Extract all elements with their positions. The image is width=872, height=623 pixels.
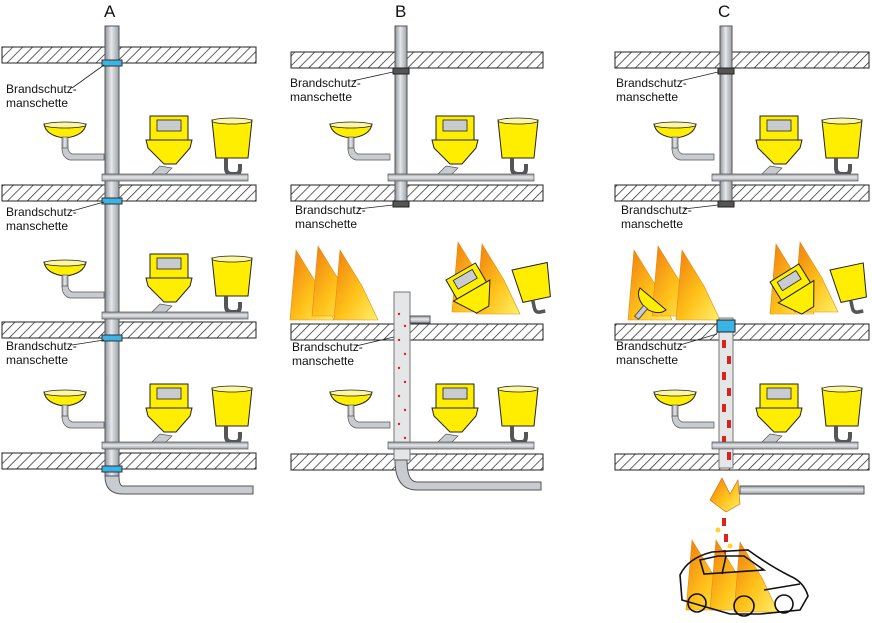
drain-stack — [104, 25, 120, 477]
svg-text:Brandschutz-: Brandschutz- — [616, 76, 687, 90]
fire-collar — [101, 334, 123, 342]
slab — [1, 184, 257, 202]
slab — [614, 453, 870, 471]
svg-text:manschette: manschette — [616, 90, 678, 104]
annotation-collar: Brandschutz- manschette — [295, 203, 394, 231]
annotation-collar: Brandschutz- manschette — [616, 71, 719, 104]
panel-label-c: C — [718, 2, 730, 21]
slab — [290, 184, 544, 202]
slab — [614, 184, 870, 202]
svg-text:Brandschutz-: Brandschutz- — [292, 340, 363, 354]
panel-label-a: A — [104, 2, 116, 21]
svg-text:manschette: manschette — [6, 353, 68, 367]
fire-collar — [101, 197, 123, 205]
svg-text:manschette: manschette — [290, 90, 352, 104]
fire-collar — [717, 67, 735, 75]
slab — [290, 51, 544, 69]
annotation-collar: Brandschutz- manschette — [6, 64, 105, 110]
annotation-collar: Brandschutz- manschette — [292, 336, 395, 368]
annotation-collar: Brandschutz- manschette — [616, 333, 718, 367]
burning-pipe — [718, 317, 734, 469]
fire-collar — [101, 465, 123, 473]
svg-text:Brandschutz-: Brandschutz- — [295, 203, 366, 217]
fire-collar — [716, 319, 736, 333]
fire-collar — [392, 67, 410, 75]
annotation-collar: Brandschutz- manschette — [621, 203, 719, 231]
panel-c: Brandschutz- manschette Brandschutz- man… — [614, 25, 870, 617]
svg-text:manschette: manschette — [6, 219, 68, 233]
fire-collar — [717, 200, 735, 208]
svg-text:manschette: manschette — [295, 217, 357, 231]
washbasin-icon — [633, 287, 667, 321]
svg-text:manschette: manschette — [621, 217, 683, 231]
svg-text:Brandschutz-: Brandschutz- — [290, 76, 361, 90]
sink-icon — [511, 261, 551, 314]
slab — [1, 46, 257, 64]
flame-icon — [289, 245, 379, 321]
slab — [1, 452, 257, 470]
fire-collar — [392, 200, 410, 208]
car-icon — [679, 549, 809, 617]
svg-text:manschette: manschette — [616, 353, 678, 367]
svg-text:manschette: manschette — [6, 96, 68, 110]
annotation-collar: Brandschutz- manschette — [6, 339, 105, 367]
toilet-icon — [445, 262, 491, 314]
svg-text:Brandschutz-: Brandschutz- — [616, 339, 687, 353]
annotation-collar: Brandschutz- manschette — [290, 71, 394, 104]
fire-collar — [101, 59, 123, 67]
svg-text:Brandschutz-: Brandschutz- — [6, 205, 77, 219]
melting-pipe — [393, 291, 411, 461]
slab — [290, 323, 544, 341]
slab — [290, 453, 544, 471]
panel-a: Brandschutz- manschette Brandschutz- man… — [1, 25, 257, 495]
sink-icon — [829, 262, 867, 314]
slab — [614, 323, 870, 341]
annotation-collar: Brandschutz- manschette — [6, 201, 105, 233]
panel-label-b: B — [395, 2, 406, 21]
toilet-icon — [769, 263, 815, 315]
ember-dots — [397, 312, 407, 440]
svg-text:Brandschutz-: Brandschutz- — [6, 339, 77, 353]
slab — [1, 321, 257, 339]
panel-b: Brandschutz- manschette Brandschutz- man… — [289, 25, 551, 491]
slab — [614, 51, 870, 69]
flame-icon — [709, 477, 741, 513]
svg-text:manschette: manschette — [292, 354, 354, 368]
ember-dashes — [722, 340, 731, 460]
svg-text:Brandschutz-: Brandschutz- — [621, 203, 692, 217]
svg-text:Brandschutz-: Brandschutz- — [6, 82, 77, 96]
